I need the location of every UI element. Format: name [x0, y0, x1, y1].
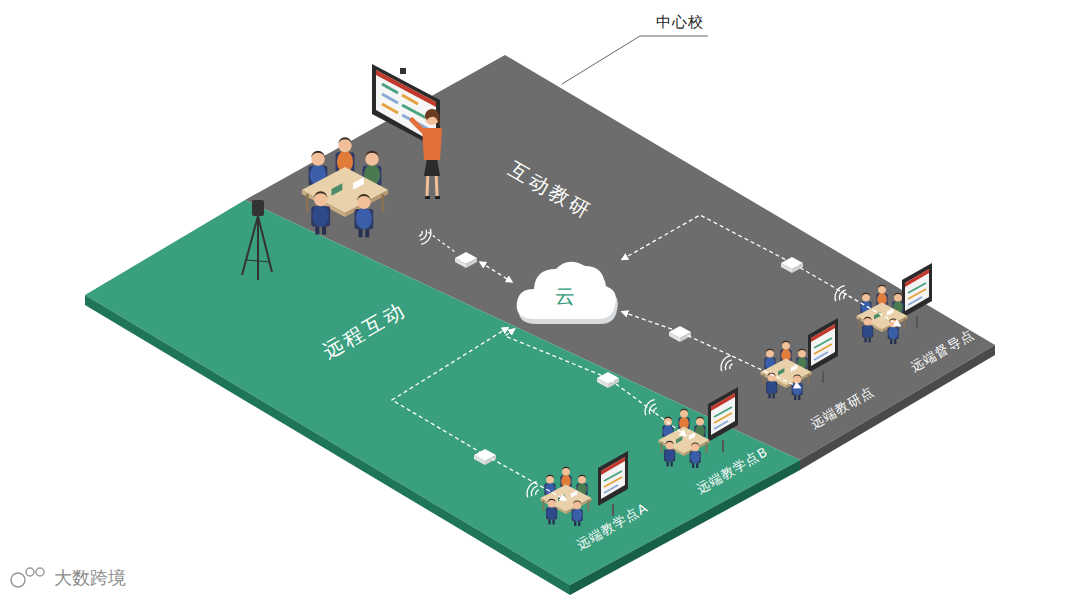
region-heading: 中心校	[656, 13, 704, 31]
network-link	[622, 312, 800, 388]
cloud-body	[517, 262, 616, 319]
network-link	[392, 328, 566, 501]
remote-research-site	[669, 318, 838, 400]
platform-edge	[800, 345, 995, 470]
watermark: 大数跨境	[54, 567, 126, 588]
cloud-shape: 云	[510, 257, 620, 327]
platform-edge	[85, 295, 570, 595]
cloud-label: 云	[555, 283, 575, 310]
text-holder: 大数跨境	[54, 566, 126, 590]
watermark-logo	[11, 568, 44, 587]
network-link	[505, 329, 686, 436]
remote-site-a	[474, 449, 628, 526]
text-holder: 中心校	[656, 12, 704, 32]
central-classroom	[242, 64, 512, 282]
remote-site-b	[597, 372, 738, 468]
leader-line	[562, 36, 708, 84]
network-link	[622, 215, 900, 326]
